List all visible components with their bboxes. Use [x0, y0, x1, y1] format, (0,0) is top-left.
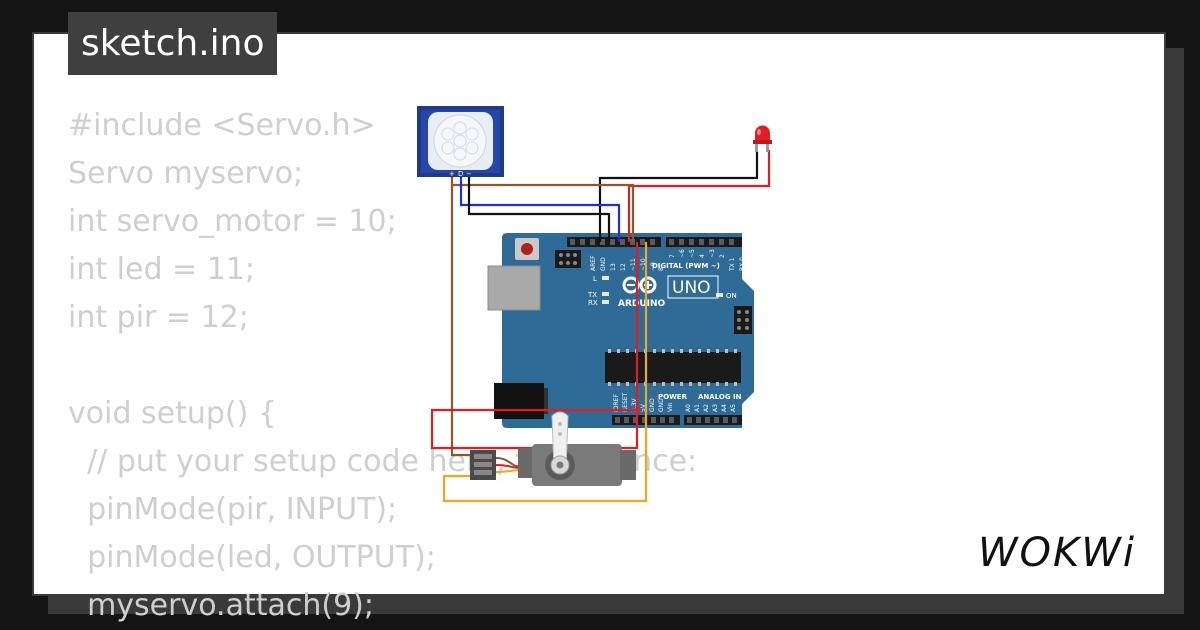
on-label: ON: [726, 292, 737, 300]
pin-label: RESET: [622, 392, 629, 412]
pin-label: IOREF: [613, 394, 620, 412]
analog-header-label: ANALOG IN: [698, 393, 742, 401]
wires: [430, 150, 771, 503]
pin-label: ~3: [709, 249, 716, 258]
pin-label: A3: [712, 404, 719, 412]
code-line: pinMode(pir, INPUT);: [68, 492, 398, 527]
board-model-label: UNO: [672, 278, 711, 298]
code-line: void setup() {: [68, 396, 277, 431]
code-line: int led = 11;: [68, 252, 255, 287]
led-l-label: L: [593, 275, 597, 283]
arduino-uno-board[interactable]: AREF GND 13 12 ~11 ~10 ~9 8 7 ~6 ~5 4 ~3…: [487, 233, 754, 428]
wire-red[interactable]: [430, 242, 642, 450]
pin-label: 13: [610, 263, 617, 271]
wokwi-logo: WOKWi: [978, 530, 1136, 576]
pin-label: A4: [721, 404, 728, 412]
wire-red[interactable]: [627, 150, 771, 242]
pin-label: GND: [649, 398, 656, 412]
code-line: pinMode(led, OUTPUT);: [68, 540, 436, 575]
pin-label: RX 0: [739, 257, 746, 271]
pin-label: ~10: [640, 258, 647, 271]
power-header-label: POWER: [658, 393, 688, 401]
pin-label: 3.3V: [631, 397, 638, 412]
wire-orange[interactable]: [442, 242, 648, 503]
wokwi-logo-text: WOKWi: [978, 530, 1136, 576]
code-line: int pir = 12;: [68, 300, 249, 335]
pin-label: 4: [699, 254, 706, 258]
code-line: myservo.attach(9);: [68, 588, 374, 623]
pin-label: 7: [669, 254, 676, 258]
usb-port: [487, 265, 541, 311]
file-tab[interactable]: sketch.ino: [68, 12, 278, 75]
pin-label: 5V: [640, 403, 647, 412]
code-line: Servo myservo;: [68, 156, 304, 191]
red-led[interactable]: [753, 125, 772, 153]
led-rx-label: RX: [588, 299, 598, 307]
pin-label: 2: [719, 254, 726, 258]
wire-black[interactable]: [598, 150, 759, 242]
servo-motor[interactable]: [470, 411, 636, 486]
pin-label: GND: [658, 398, 665, 412]
pir-pin-label: D: [458, 170, 463, 178]
pin-label: ~11: [630, 258, 637, 271]
pin-label: AREF: [590, 255, 597, 271]
led-tx-label: TX: [587, 291, 597, 299]
pin-label: ~9: [650, 262, 657, 271]
pir-pin-label: +: [449, 170, 455, 178]
code-line: int servo_motor = 10;: [68, 204, 397, 239]
pin-label: TX 1: [729, 257, 736, 272]
pin-label: A5: [730, 404, 737, 412]
icsp-header-top: [555, 250, 581, 268]
pin-label: ~6: [679, 249, 686, 258]
pin-label: A1: [694, 404, 701, 412]
icsp-header-right: [734, 306, 752, 334]
power-jack: [494, 383, 544, 419]
pin-label: ~5: [689, 249, 696, 258]
code-preview: #include <Servo.h> Servo myservo; int serv…: [68, 102, 1068, 630]
pin-label: 12: [620, 263, 627, 271]
code-line: #include <Servo.h>: [68, 108, 376, 143]
pin-label: 8: [658, 267, 665, 271]
pin-label: GND: [600, 257, 607, 271]
pin-label: A2: [703, 404, 710, 412]
pin-label: Vin: [667, 402, 674, 412]
pir-sensor[interactable]: + D −: [417, 106, 504, 178]
wire-black[interactable]: [467, 176, 611, 242]
wire-brown[interactable]: [450, 185, 476, 457]
board-brand-label: ARDUINO: [618, 299, 666, 309]
atmega-chip: [605, 349, 741, 386]
analog-header: [684, 415, 742, 425]
pin-label: A0: [685, 404, 692, 412]
digital-header-label: DIGITAL (PWM ~): [652, 262, 720, 270]
wire-brown[interactable]: [450, 176, 635, 242]
wire-blue[interactable]: [459, 176, 621, 242]
pir-pin-label: −: [466, 170, 472, 178]
